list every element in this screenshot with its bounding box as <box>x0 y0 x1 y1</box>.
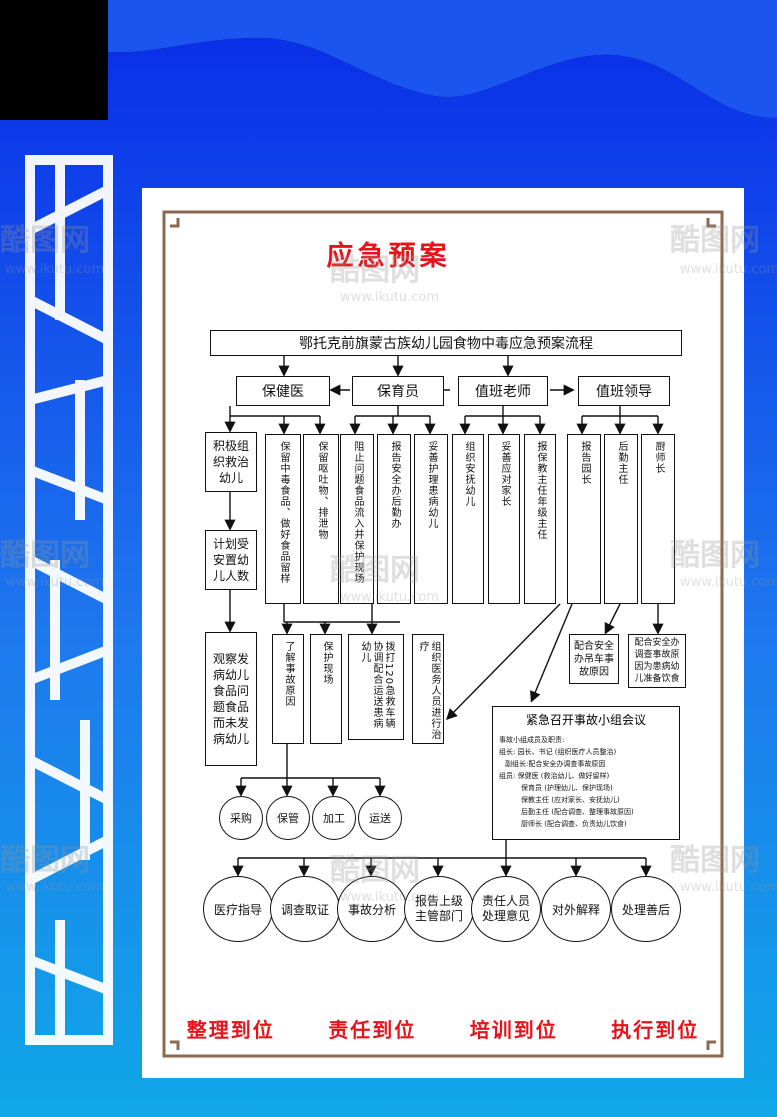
report-director-box: 报保教主任年级主任 <box>524 434 556 604</box>
meeting-line: 保教主任 (应对家长、安抚幼儿) <box>521 796 620 804</box>
handle-parents-box: 妥善应对家长 <box>488 434 520 604</box>
medical-staff-text: 组织医务人员进行治疗 <box>417 641 440 740</box>
decorative-frame <box>162 210 724 1058</box>
logistics-director-box: 后勤主任 <box>604 434 638 604</box>
find-cause-box: 了解事故原因 <box>272 634 304 744</box>
meeting-line: 组员: 保健医 (救治幼儿、做好留样) <box>499 772 610 780</box>
circle-storage: 保管 <box>266 796 310 840</box>
slogan-item: 执行到位 <box>611 1018 700 1042</box>
keep-food-sample-box: 保留中毒食品、做好食品留样 <box>265 434 301 604</box>
lattice-pattern <box>25 155 113 1045</box>
assist-investigation-box: 配合安全办调查事故原因为患病幼儿准备饮食 <box>628 634 686 688</box>
circle-purchase: 采购 <box>219 796 263 840</box>
head-chef-box: 厨师长 <box>641 434 675 604</box>
report-principal-box: 报告园长 <box>567 434 601 604</box>
role-teacher-box: 保育员 <box>352 376 444 406</box>
keep-vomit-box: 保留呕吐物、排泄物 <box>303 434 339 604</box>
circle-report-superior: 报告上级主管部门 <box>404 876 474 942</box>
circle-aftermath: 处理善后 <box>611 876 681 942</box>
slogan-item: 责任到位 <box>328 1018 417 1042</box>
meeting-header: 紧急召开事故小组会议 <box>525 713 646 727</box>
process-title-box: 鄂托克前旗蒙古族幼儿园食物中毒应急预案流程 <box>210 330 682 356</box>
plan-placement-box: 计划受安置幼儿人数 <box>205 530 257 590</box>
circle-external-explanation: 对外解释 <box>541 876 611 942</box>
protect-scene-box: 保护现场 <box>310 634 342 744</box>
report-safety-box: 报告安全办后勤办 <box>377 434 411 604</box>
meeting-line: 保育员 (护理幼儿、保护现场) <box>521 784 613 792</box>
report-safety-text: 报告安全办后勤办 <box>389 441 400 529</box>
circle-medical-guidance: 医疗指导 <box>203 876 273 942</box>
slogan-row: 整理到位 责任到位 培训到位 执行到位 <box>160 1014 726 1043</box>
meeting-line: 副组长:配合安全办调查事故原因 <box>505 760 606 768</box>
page-title: 应急预案 <box>326 241 451 272</box>
circle-accident-analysis: 事故分析 <box>337 876 407 942</box>
nurse-children-text: 妥善护理患病幼儿 <box>426 441 437 529</box>
medical-staff-box: 组织医务人员进行治疗 <box>412 634 444 744</box>
assist-safety-box: 配合安全办吊车事故原因 <box>569 634 619 684</box>
observe-children-box: 观察发病幼儿食品问题食品而未发病幼儿 <box>205 632 257 766</box>
report-principal-text: 报告园长 <box>579 441 590 485</box>
logistics-director-text: 后勤主任 <box>616 441 627 485</box>
handle-parents-text: 妥善应对家长 <box>499 441 510 507</box>
emergency-meeting-box: 紧急召开事故小组会议 事故小组成员及职责: 组长: 园长、书记 (组织医疗人员整… <box>492 706 680 840</box>
comfort-children-box: 组织安抚幼儿 <box>452 434 484 604</box>
protect-scene-text: 保护现场 <box>321 641 332 685</box>
role-duty-leader-box: 值班领导 <box>578 376 670 406</box>
circle-transport: 运送 <box>358 796 402 840</box>
circle-processing: 加工 <box>312 796 356 840</box>
head-chef-text: 厨师长 <box>653 441 664 474</box>
comfort-children-text: 组织安抚幼儿 <box>463 441 474 507</box>
keep-food-sample-text: 保留中毒食品、做好食品留样 <box>278 441 289 584</box>
stop-food-box: 阻止问题食品流入并保护现场 <box>340 434 374 604</box>
call-ambulance-box: 拨打120急救车辆协调配合运送患病幼儿 <box>348 634 404 740</box>
find-cause-text: 了解事故原因 <box>283 641 294 707</box>
slogan-item: 整理到位 <box>186 1018 275 1042</box>
slogan-item: 培训到位 <box>469 1018 558 1042</box>
circle-responsibility: 责任人员处理意见 <box>471 876 541 942</box>
role-doctor-box: 保健医 <box>236 376 330 406</box>
keep-vomit-text: 保留呕吐物、排泄物 <box>316 441 327 540</box>
meeting-line: 厨师长 (配合调查、负责幼儿饮食) <box>521 820 627 828</box>
call-ambulance-text: 拨打120急救车辆协调配合运送患病幼儿 <box>359 641 394 730</box>
rescue-children-box: 积极组织救治幼儿 <box>205 432 257 492</box>
stop-food-text: 阻止问题食品流入并保护现场 <box>352 441 363 584</box>
report-director-text: 报保教主任年级主任 <box>535 441 546 540</box>
meeting-line: 后勤主任 (配合调查、整理事故原因) <box>521 808 634 816</box>
nurse-children-box: 妥善护理患病幼儿 <box>414 434 448 604</box>
meeting-line: 组长: 园长、书记 (组织医疗人员整治) <box>499 748 617 756</box>
circle-investigation: 调查取证 <box>270 876 340 942</box>
meeting-line: 事故小组成员及职责: <box>499 736 565 744</box>
role-duty-teacher-box: 值班老师 <box>458 376 548 406</box>
